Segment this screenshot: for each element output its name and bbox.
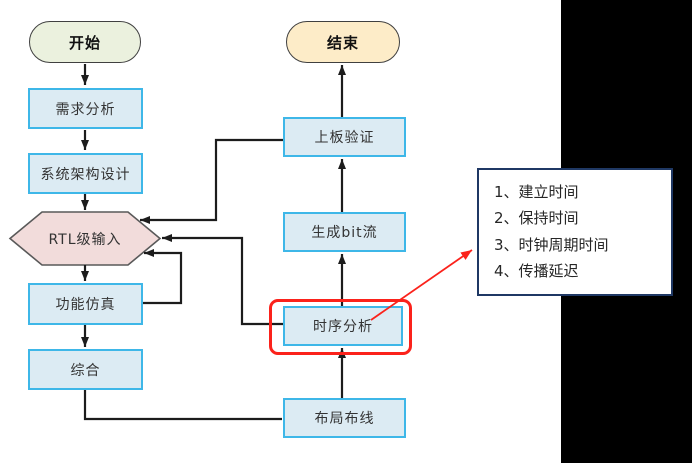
node-place-route: 布局布线 (283, 398, 406, 438)
node-rtl-input-label: RTL级输入 (48, 231, 122, 248)
timing-parameters-callout: 1、建立时间 2、保持时间 3、时钟周期时间 4、传播延迟 (477, 168, 673, 296)
node-synthesis: 综合 (28, 349, 143, 390)
node-place-route-label: 布局布线 (314, 411, 375, 427)
edge-synthesis-placeroute (83, 390, 282, 421)
node-start-label: 开始 (68, 33, 101, 52)
node-board-verification: 上板验证 (283, 117, 406, 157)
node-functional-simulation-label: 功能仿真 (55, 297, 116, 313)
node-timing-analysis-label: 时序分析 (313, 319, 373, 335)
callout-item-hold-time: 2、保持时间 (494, 209, 579, 228)
node-timing-analysis: 时序分析 (283, 306, 403, 346)
edge-feedback-board-rtl (140, 138, 283, 224)
node-board-verification-label: 上板验证 (314, 130, 375, 146)
node-requirements-analysis: 需求分析 (28, 88, 143, 129)
node-requirements-label: 需求分析 (55, 101, 116, 118)
callout-item-clock-period: 3、时钟周期时间 (494, 235, 609, 254)
node-start: 开始 (29, 21, 141, 63)
node-generate-bitstream-label: 生成bit流 (311, 225, 378, 241)
timing-analysis-highlight-box (269, 299, 412, 355)
edge-feedback-timing-rtl (162, 234, 283, 326)
node-generate-bitstream: 生成bit流 (283, 212, 406, 252)
node-end: 结束 (286, 21, 400, 63)
node-rtl-input: RTL级输入 (10, 212, 160, 265)
callout-item-setup-time: 1、建立时间 (494, 183, 579, 201)
node-architecture-label: 系统架构设计 (40, 166, 131, 183)
node-end-label: 结束 (326, 33, 359, 52)
node-synthesis-label: 综合 (70, 362, 101, 379)
node-system-architecture: 系统架构设计 (28, 153, 143, 194)
edge-feedback-simulation-rtl (143, 249, 183, 305)
rtl-input-hexagon (8, 211, 162, 266)
node-functional-simulation: 功能仿真 (28, 283, 143, 325)
callout-item-propagation-delay: 4、传播延迟 (494, 261, 579, 280)
